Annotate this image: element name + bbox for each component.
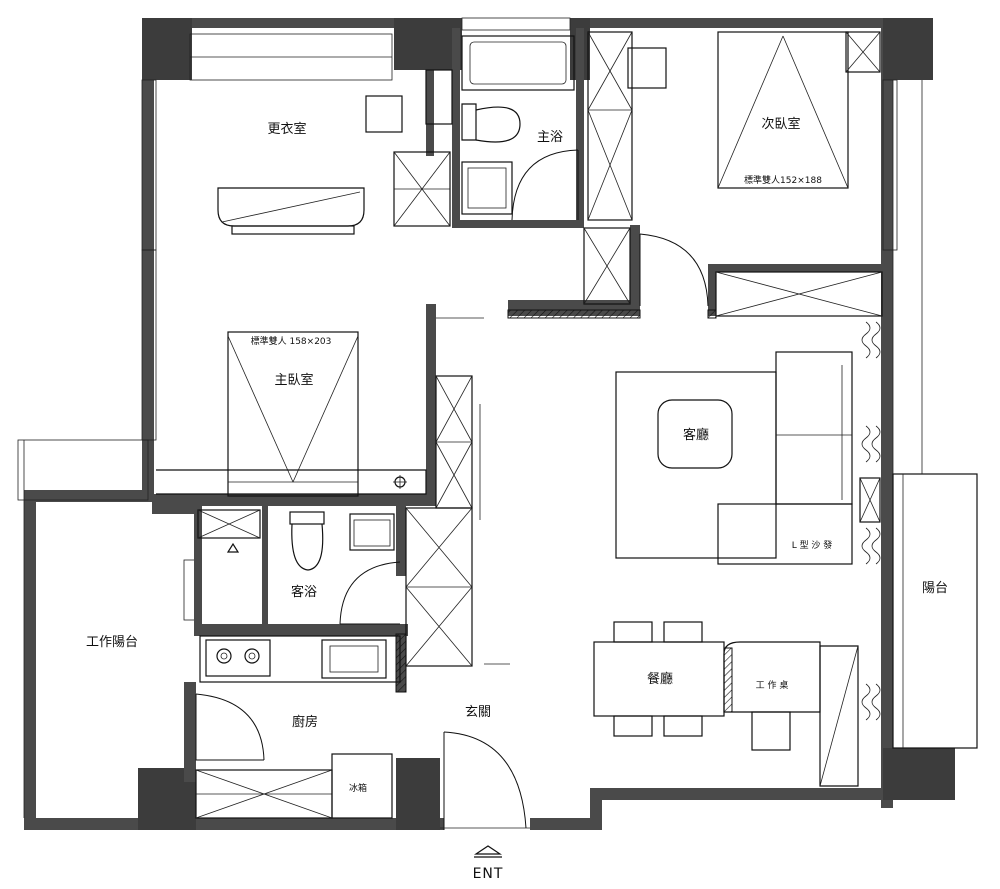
kitchen-fixtures — [195, 633, 407, 819]
entrance-arrow-icon — [474, 845, 502, 858]
label-second-bed-size: 標準雙人152×188 — [744, 174, 822, 186]
master-bath-fixtures — [461, 35, 579, 221]
walk-in-closet-furniture — [217, 69, 453, 235]
label-l-sofa: L 型 沙 發 — [792, 539, 833, 551]
second-bedroom-furniture — [583, 31, 883, 317]
label-entrance: ENT — [473, 866, 504, 882]
label-living-room: 客廳 — [683, 427, 709, 443]
label-work-balcony: 工作陽台 — [86, 635, 138, 650]
living-room-furniture — [615, 351, 881, 565]
label-master-bedroom: 主臥室 — [274, 372, 313, 388]
label-foyer: 玄關 — [465, 705, 491, 720]
master-bedroom-furniture — [156, 331, 427, 497]
label-kitchen: 廚房 — [292, 714, 318, 730]
label-master-bed-size: 標準雙人 158×203 — [251, 335, 332, 347]
entrance-door — [440, 731, 530, 830]
label-second-bedroom: 次臥室 — [761, 116, 800, 132]
label-guest-bath: 客浴 — [291, 584, 317, 600]
curtains — [861, 321, 881, 721]
balcony-structure — [892, 80, 978, 749]
hatched-walls — [507, 309, 733, 713]
label-dining-room: 餐廳 — [647, 671, 673, 687]
label-walk-in-closet: 更衣室 — [267, 121, 306, 137]
outer-walls — [24, 18, 893, 830]
label-fridge: 冰箱 — [349, 782, 367, 794]
hall-cabinets — [405, 317, 510, 667]
label-master-bath: 主浴 — [537, 130, 563, 145]
work-balcony-structure — [17, 439, 149, 818]
windows — [141, 17, 898, 621]
label-work-desk: 工 作 桌 — [756, 679, 789, 691]
label-balcony: 陽台 — [922, 581, 948, 596]
dining-furniture — [593, 621, 859, 787]
guest-bath-fixtures — [197, 509, 401, 625]
interior-walls — [154, 28, 884, 782]
